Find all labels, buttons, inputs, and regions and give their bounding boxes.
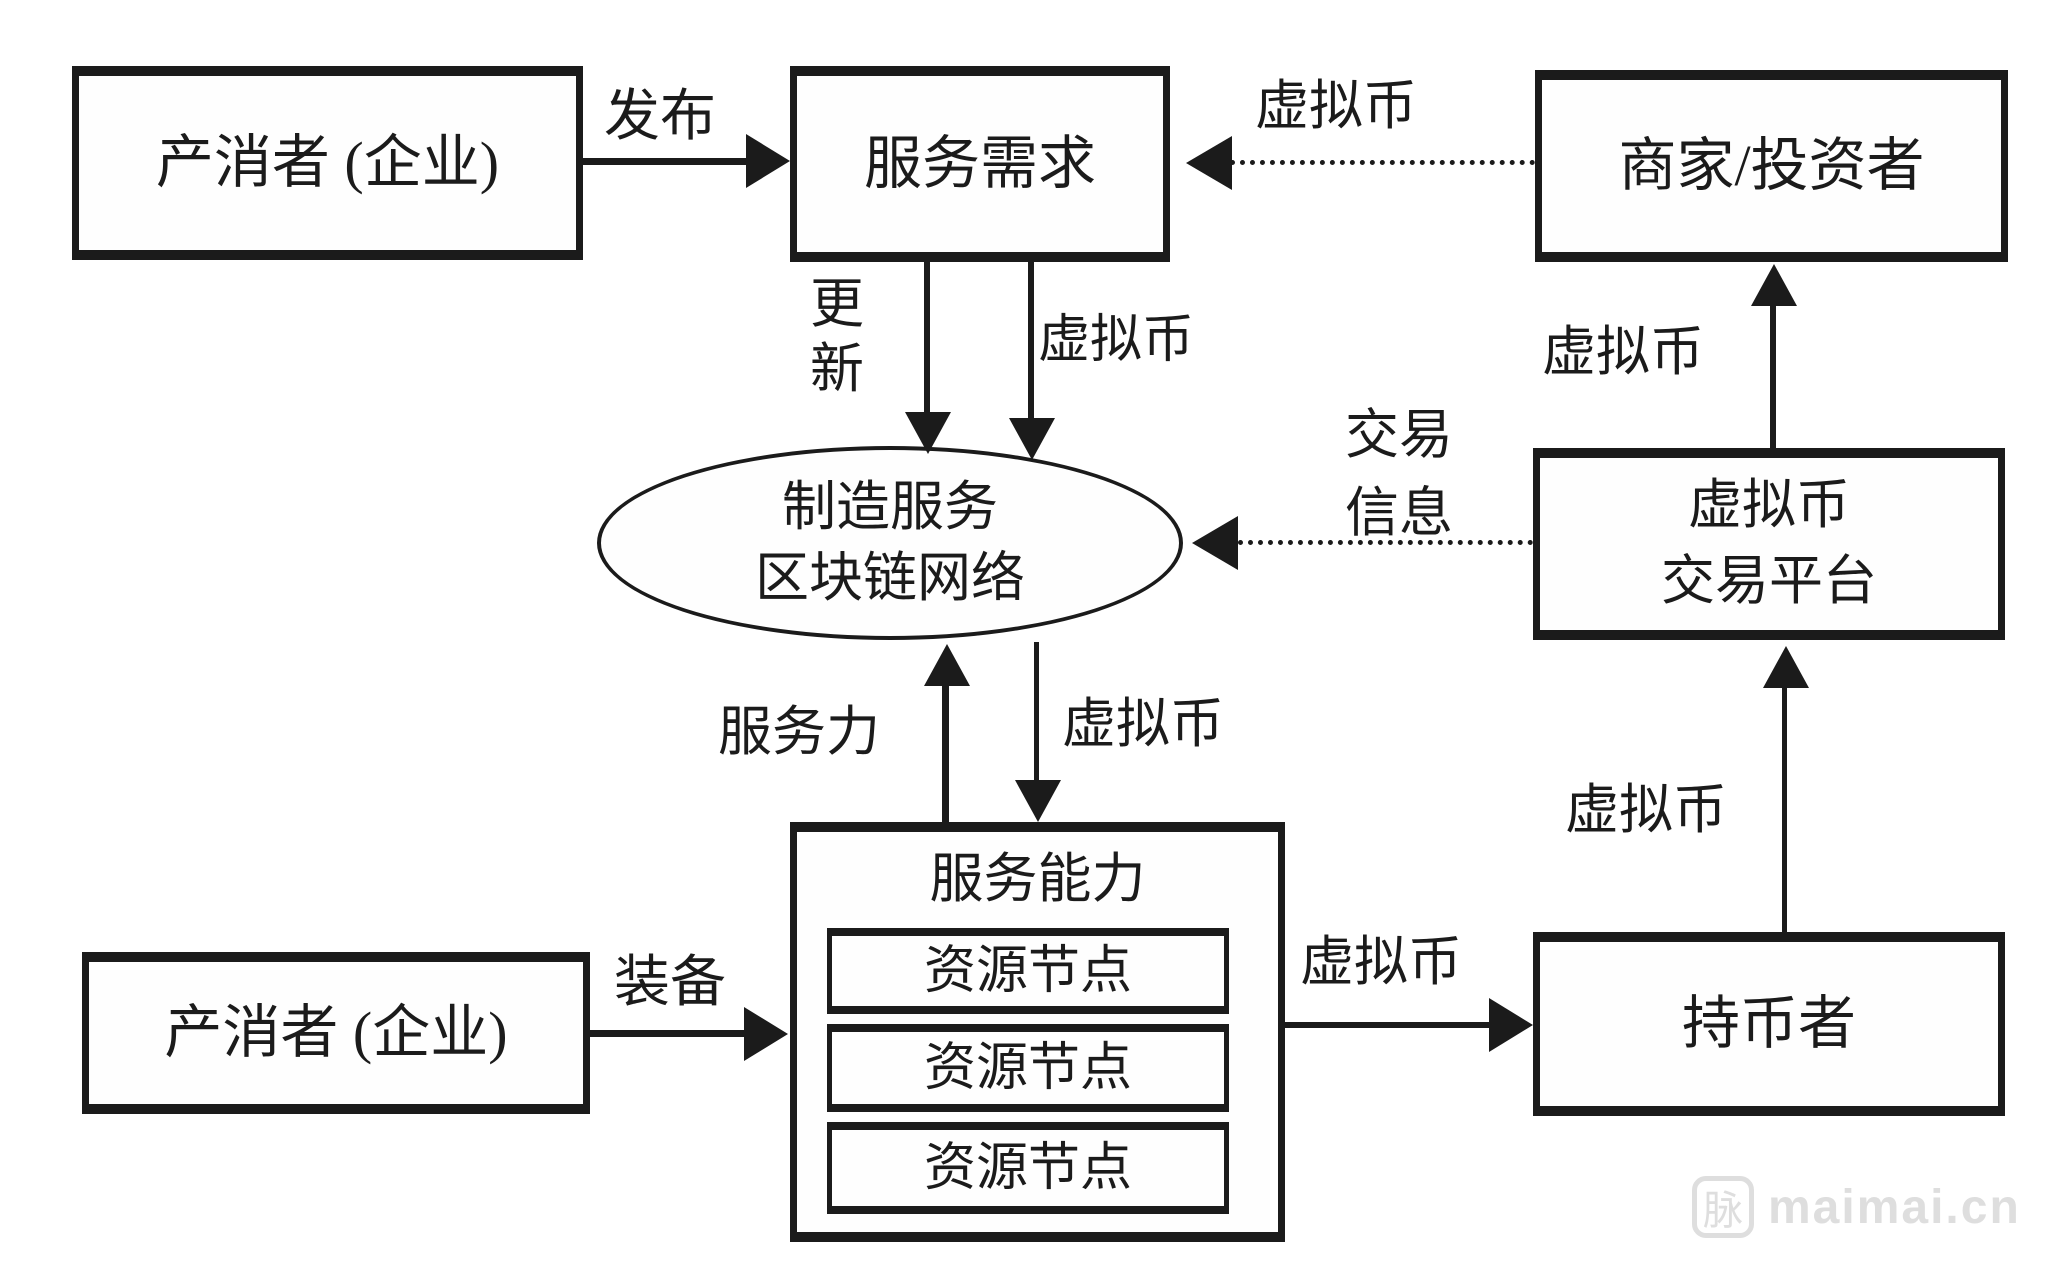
resource-node-3: 资源节点: [827, 1122, 1229, 1214]
vc-capability-to-holder-shaft: [1285, 1022, 1493, 1028]
resource-node-1: 资源节点: [827, 928, 1229, 1014]
trade-info-label: 交易信息: [1345, 405, 1453, 544]
node-blockchain-network-line2: 区块链网络: [755, 548, 1025, 608]
vc-capability-to-holder-arrowhead-icon: [1489, 998, 1533, 1052]
resource-node-3-label: 资源节点: [923, 1139, 1132, 1197]
trade-info-arrowhead-icon: [1192, 516, 1238, 570]
equipment-arrowhead-icon: [744, 1007, 788, 1061]
resource-node-2: 资源节点: [827, 1024, 1229, 1112]
vc-capability-to-holder-label: 虚拟币: [1300, 932, 1462, 992]
node-merchant-investor: 商家/投资者: [1535, 70, 2008, 262]
vc-network-to-capability-shaft: [1034, 642, 1039, 784]
vc-holder-to-platform-shaft: [1782, 684, 1787, 932]
node-coin-holder: 持币者: [1533, 932, 2005, 1116]
node-trading-platform-line2: 交易平台: [1661, 551, 1877, 611]
vc-network-to-capability-arrowhead-icon: [1015, 780, 1061, 822]
vc-demand-to-network-label: 虚拟币: [1038, 312, 1195, 369]
vc-demand-to-network-arrowhead-icon: [1009, 418, 1055, 460]
vc-platform-to-merchant-shaft: [1770, 302, 1776, 448]
node-coin-holder-label: 持币者: [1681, 990, 1856, 1056]
update-label: 更新: [810, 274, 864, 399]
vc-merchant-to-demand-label: 虚拟币: [1255, 76, 1417, 136]
node-prosumer-top-label: 产消者 (企业): [155, 129, 500, 195]
vc-network-to-capability-label: 虚拟币: [1062, 694, 1224, 754]
resource-node-1-label: 资源节点: [923, 942, 1132, 1000]
node-blockchain-network-line1: 制造服务: [782, 476, 998, 537]
watermark: 脉 maimai.cn: [1692, 1176, 2021, 1238]
maimai-logo-icon: 脉: [1692, 1176, 1754, 1238]
service-power-label: 服务力: [718, 702, 880, 762]
node-service-demand: 服务需求: [790, 66, 1170, 262]
vc-platform-to-merchant-label: 虚拟币: [1542, 322, 1704, 382]
service-power-arrowhead-icon: [924, 644, 970, 686]
vc-demand-to-network-shaft: [1028, 262, 1034, 420]
equipment-label: 装备: [614, 952, 726, 1014]
node-service-demand-label: 服务需求: [863, 130, 1096, 196]
node-service-capability-title: 服务能力: [929, 849, 1146, 909]
update-arrow-shaft: [924, 262, 930, 414]
node-blockchain-network: 制造服务 区块链网络: [597, 446, 1183, 640]
vc-holder-to-platform-arrowhead-icon: [1763, 646, 1809, 688]
publish-arrowhead-icon: [746, 134, 790, 188]
service-power-shaft: [942, 682, 949, 822]
node-prosumer-bottom-label: 产消者 (企业): [164, 999, 508, 1065]
node-trading-platform-line1: 虚拟币: [1688, 475, 1850, 536]
node-merchant-investor-label: 商家/投资者: [1618, 132, 1925, 198]
node-service-capability: 服务能力 资源节点 资源节点 资源节点: [790, 822, 1285, 1242]
update-arrowhead-icon: [905, 412, 951, 454]
publish-arrow-shaft: [583, 158, 748, 165]
vc-holder-to-platform-label: 虚拟币: [1565, 780, 1727, 840]
node-prosumer-bottom: 产消者 (企业): [82, 952, 590, 1114]
vc-merchant-to-demand-arrowhead-icon: [1186, 136, 1232, 190]
resource-node-2-label: 资源节点: [923, 1039, 1132, 1097]
node-trading-platform: 虚拟币 交易平台: [1533, 448, 2005, 640]
node-prosumer-top: 产消者 (企业): [72, 66, 583, 260]
publish-label: 发布: [604, 86, 716, 148]
trade-info-shaft: [1238, 540, 1533, 545]
vc-merchant-to-demand-shaft: [1230, 160, 1535, 165]
vc-platform-to-merchant-arrowhead-icon: [1751, 264, 1797, 306]
equipment-arrow-shaft: [590, 1030, 748, 1037]
watermark-text: maimai.cn: [1768, 1180, 2021, 1234]
